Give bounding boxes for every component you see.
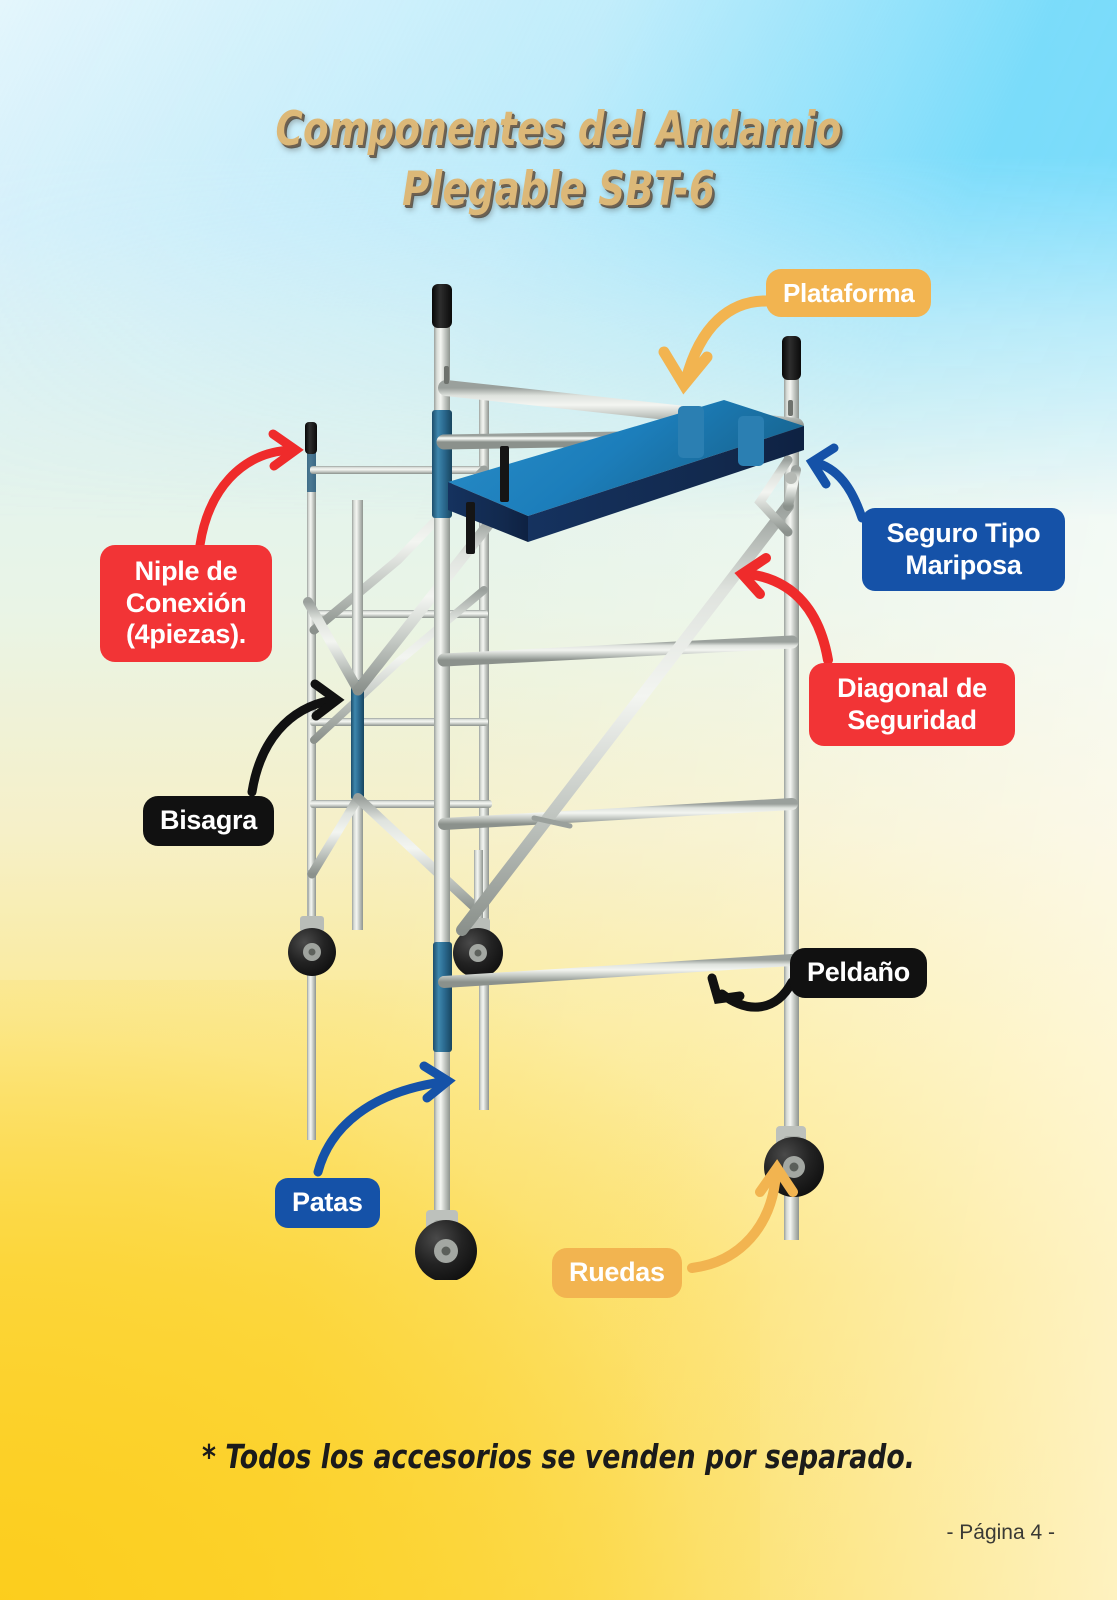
callout-seguro-tipo-mariposa[interactable]: Seguro Tipo Mariposa bbox=[862, 508, 1065, 592]
callout-bisagra[interactable]: Bisagra bbox=[143, 796, 274, 846]
rung-2 bbox=[437, 635, 799, 667]
caster-front-right bbox=[764, 1126, 824, 1197]
niple-sleeve-lower bbox=[433, 942, 452, 1052]
clamp-right bbox=[738, 416, 764, 466]
diagonal-de-seguridad-brace bbox=[456, 465, 801, 936]
page-title: Componentes del Andamio Plegable SBT-6 bbox=[275, 102, 842, 218]
hinge-sleeve bbox=[351, 680, 364, 800]
scaffold-front-left-post bbox=[415, 284, 477, 1280]
scaffold-fittings bbox=[444, 366, 793, 829]
rung-3 bbox=[438, 798, 798, 830]
caster-rear-left bbox=[288, 916, 336, 976]
clamp-left bbox=[678, 406, 704, 458]
callout-plataforma[interactable]: Plataforma bbox=[766, 269, 932, 318]
callout-ruedas[interactable]: Ruedas bbox=[552, 1248, 682, 1298]
footnote-accessories: * Todos los accesorios se venden por sep… bbox=[202, 1437, 915, 1476]
page-number: - Página 4 - bbox=[946, 1521, 1055, 1544]
callout-patas[interactable]: Patas bbox=[275, 1178, 380, 1228]
callout-diagonal-de-seguridad[interactable]: Diagonal de Seguridad bbox=[809, 663, 1015, 747]
callout-peldano[interactable]: Peldaño bbox=[790, 948, 927, 998]
plataforma bbox=[448, 400, 804, 554]
rung-4-peldano bbox=[438, 954, 798, 988]
caster-front-left bbox=[415, 1210, 477, 1280]
scaffold-inner-frame bbox=[303, 500, 503, 978]
seguro-tipo-mariposa bbox=[754, 455, 797, 537]
scaffold-product-image bbox=[248, 270, 848, 1280]
callout-niple-de-conexion[interactable]: Niple de Conexión (4piezas). bbox=[100, 545, 272, 662]
